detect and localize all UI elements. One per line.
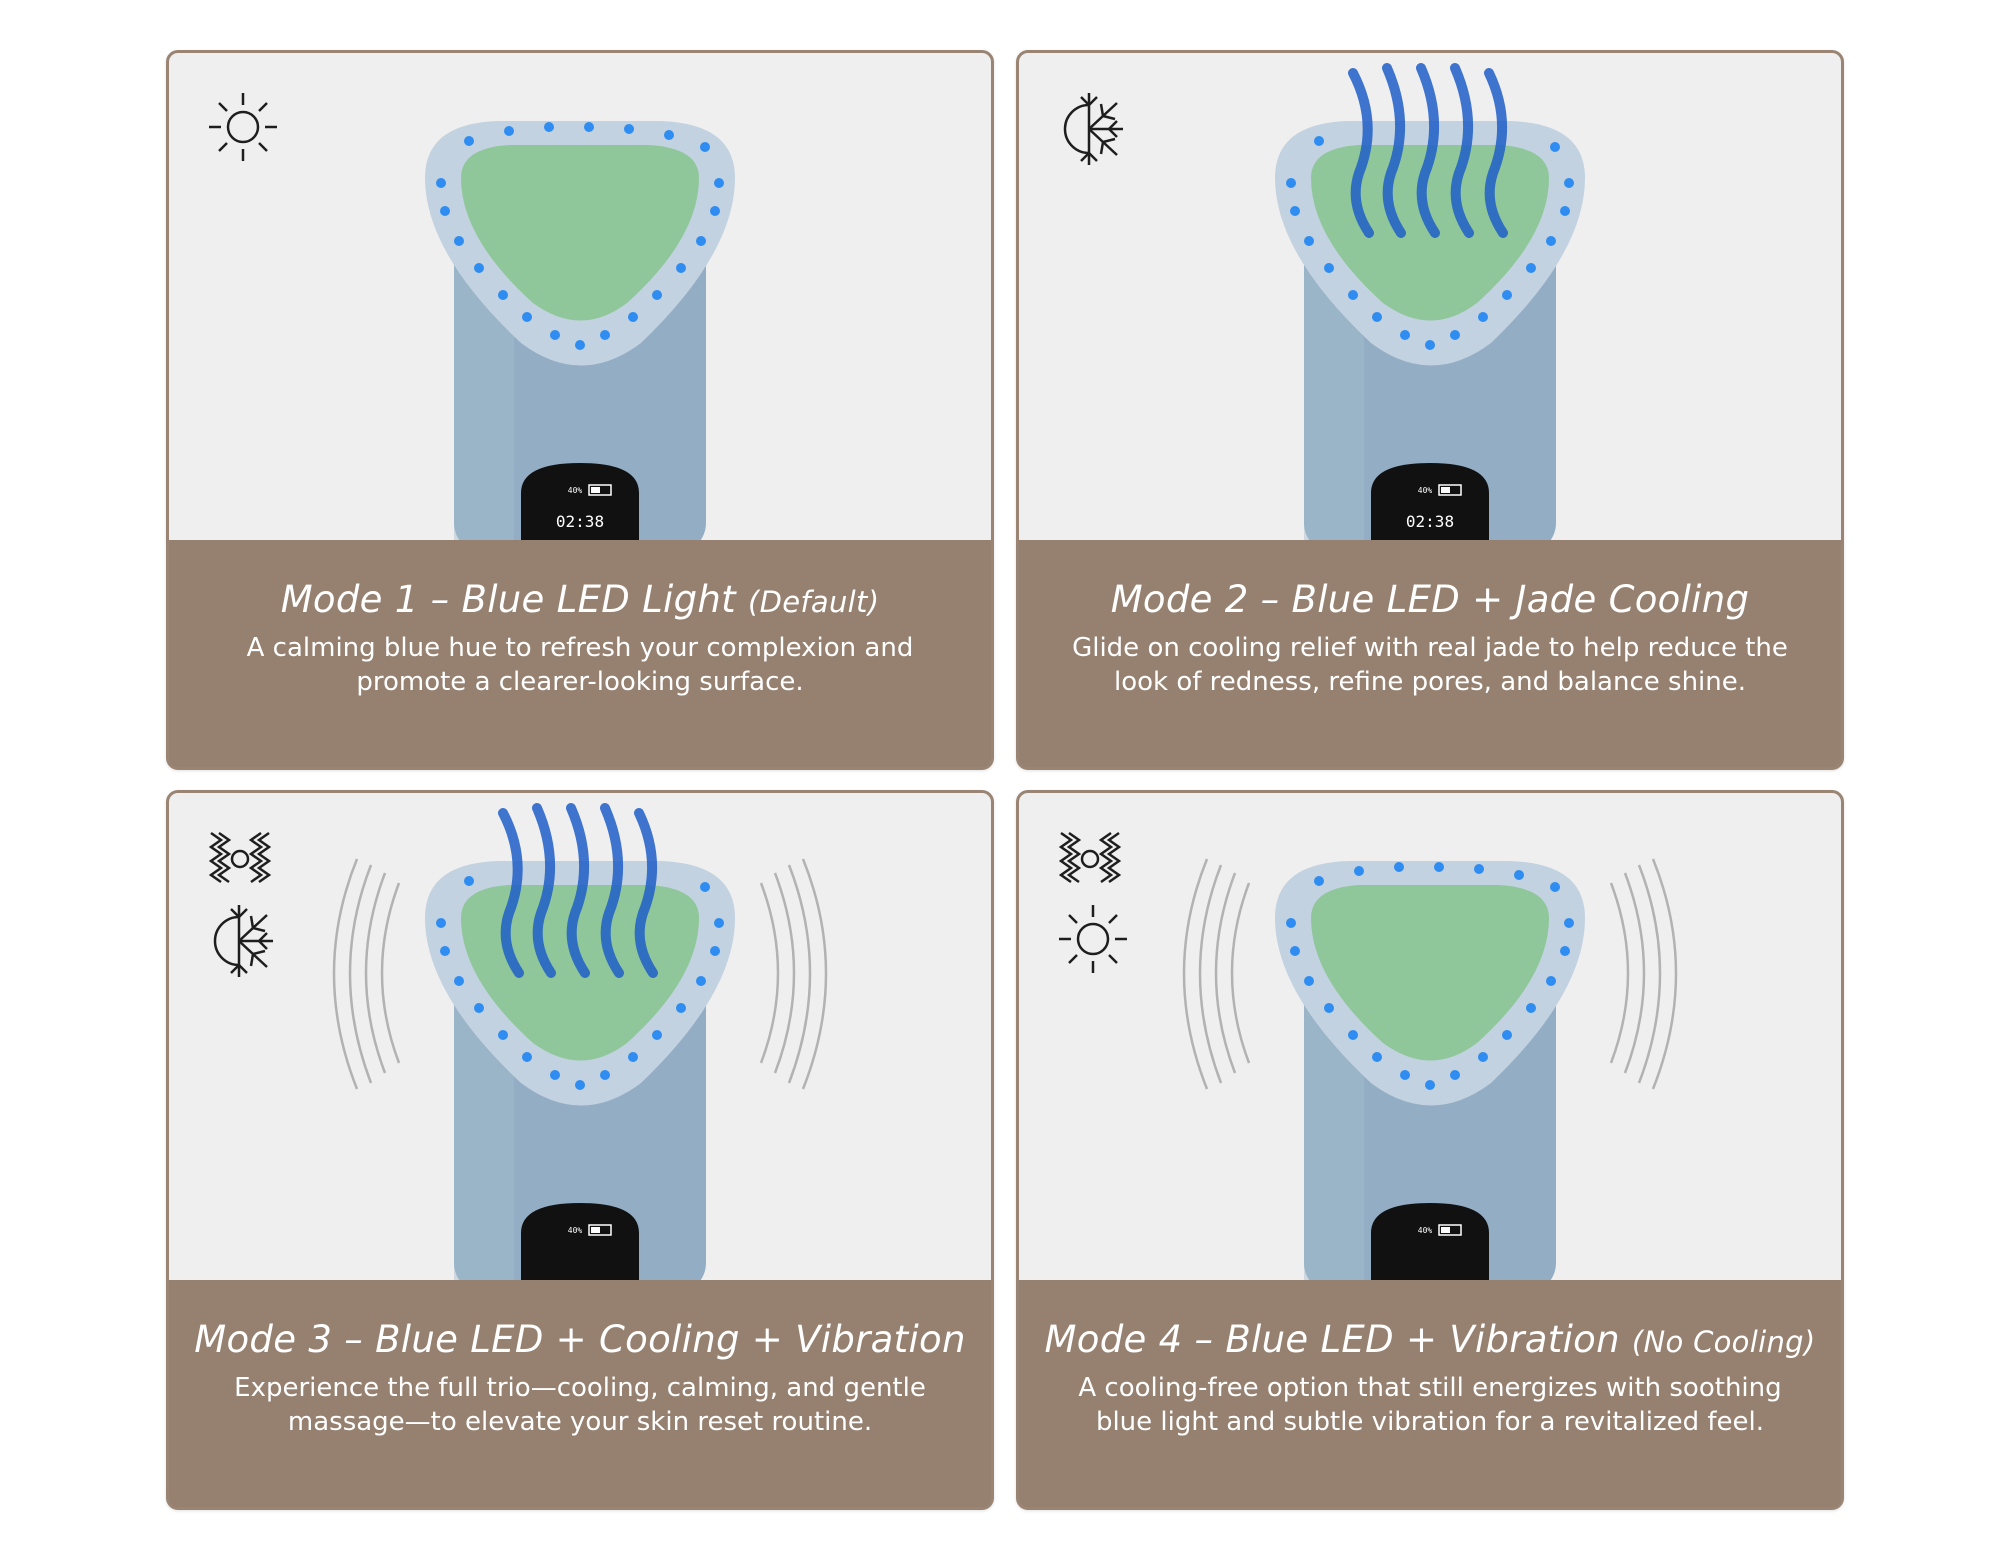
cooling-mist [1348, 63, 1508, 238]
device-time-readout: 02:38 [556, 512, 604, 531]
mode-description: A cooling-free option that still energiz… [1078, 1373, 1782, 1437]
device-battery-readout: 40% [568, 1226, 583, 1235]
mode-2-product-photo: 40% 02:38 [1019, 53, 1841, 540]
snowflake-icon [1063, 93, 1123, 165]
mode-description: Experience the full trio—cooling, calmin… [234, 1373, 926, 1437]
mode-title-text: Mode 2 – Blue LED + Jade Cooling [1110, 578, 1750, 621]
cooling-mist [498, 803, 658, 978]
mode-card-2: 40% 02:38 Mode 2 – Blue LED + Jade Cooli… [1016, 50, 1844, 770]
device-battery-readout: 40% [568, 486, 583, 495]
mode-title: Mode 3 – Blue LED + Cooling + Vibration [169, 1318, 991, 1361]
mode-description: Glide on cooling relief with real jade t… [1072, 633, 1788, 697]
device-battery-readout: 40% [1418, 486, 1433, 495]
mode-description: A calming blue hue to refresh your compl… [246, 633, 914, 697]
mode-2-caption: Mode 2 – Blue LED + Jade Cooling Glide o… [1019, 540, 1841, 767]
device-illustration: 40% 02:38 [1275, 63, 1585, 540]
mode-1-caption: Mode 1 – Blue LED Light (Default) A calm… [169, 540, 991, 767]
mode-title-suffix: (Default) [748, 585, 880, 619]
mode-title-text: Mode 1 – Blue LED Light [280, 578, 736, 621]
mode-card-3: 40% Mode 3 – Blue LED [166, 790, 994, 1510]
device-illustration: 40% 02:38 [425, 121, 735, 540]
device-illustration: 40% [332, 803, 828, 1280]
sun-icon [209, 93, 277, 161]
mode-3-product-photo: 40% [169, 793, 991, 1280]
mode-1-product-photo: 40% 02:38 [169, 53, 991, 540]
device-illustration: 40% [1182, 858, 1678, 1280]
vibration-icon [1058, 831, 1122, 884]
mode-4-product-photo: 40% [1019, 793, 1841, 1280]
mode-card-1: 40% 02:38 Mode 1 – Blue LED Light (Defau… [166, 50, 994, 770]
mode-title-text: Mode 4 – Blue LED + Vibration [1044, 1318, 1620, 1361]
mode-card-4: 40% Mode 4 – Blue LED + Vibration (No Co… [1016, 790, 1844, 1510]
device-time-readout: 02:38 [1406, 512, 1454, 531]
device-battery-readout: 40% [1418, 1226, 1433, 1235]
vibration-waves [1182, 858, 1678, 1090]
mode-4-caption: Mode 4 – Blue LED + Vibration (No Coolin… [1019, 1280, 1841, 1507]
mode-title: Mode 4 – Blue LED + Vibration (No Coolin… [1019, 1318, 1841, 1361]
mode-title: Mode 1 – Blue LED Light (Default) [169, 578, 991, 621]
vibration-icon [208, 831, 272, 884]
mode-title-suffix: (No Cooling) [1631, 1325, 1816, 1359]
mode-title-text: Mode 3 – Blue LED + Cooling + Vibration [194, 1318, 966, 1361]
mode-3-caption: Mode 3 – Blue LED + Cooling + Vibration … [169, 1280, 991, 1507]
mode-title: Mode 2 – Blue LED + Jade Cooling [1019, 578, 1841, 621]
sun-icon [1059, 905, 1127, 973]
vibration-waves [332, 858, 828, 1090]
snowflake-icon [213, 905, 273, 977]
